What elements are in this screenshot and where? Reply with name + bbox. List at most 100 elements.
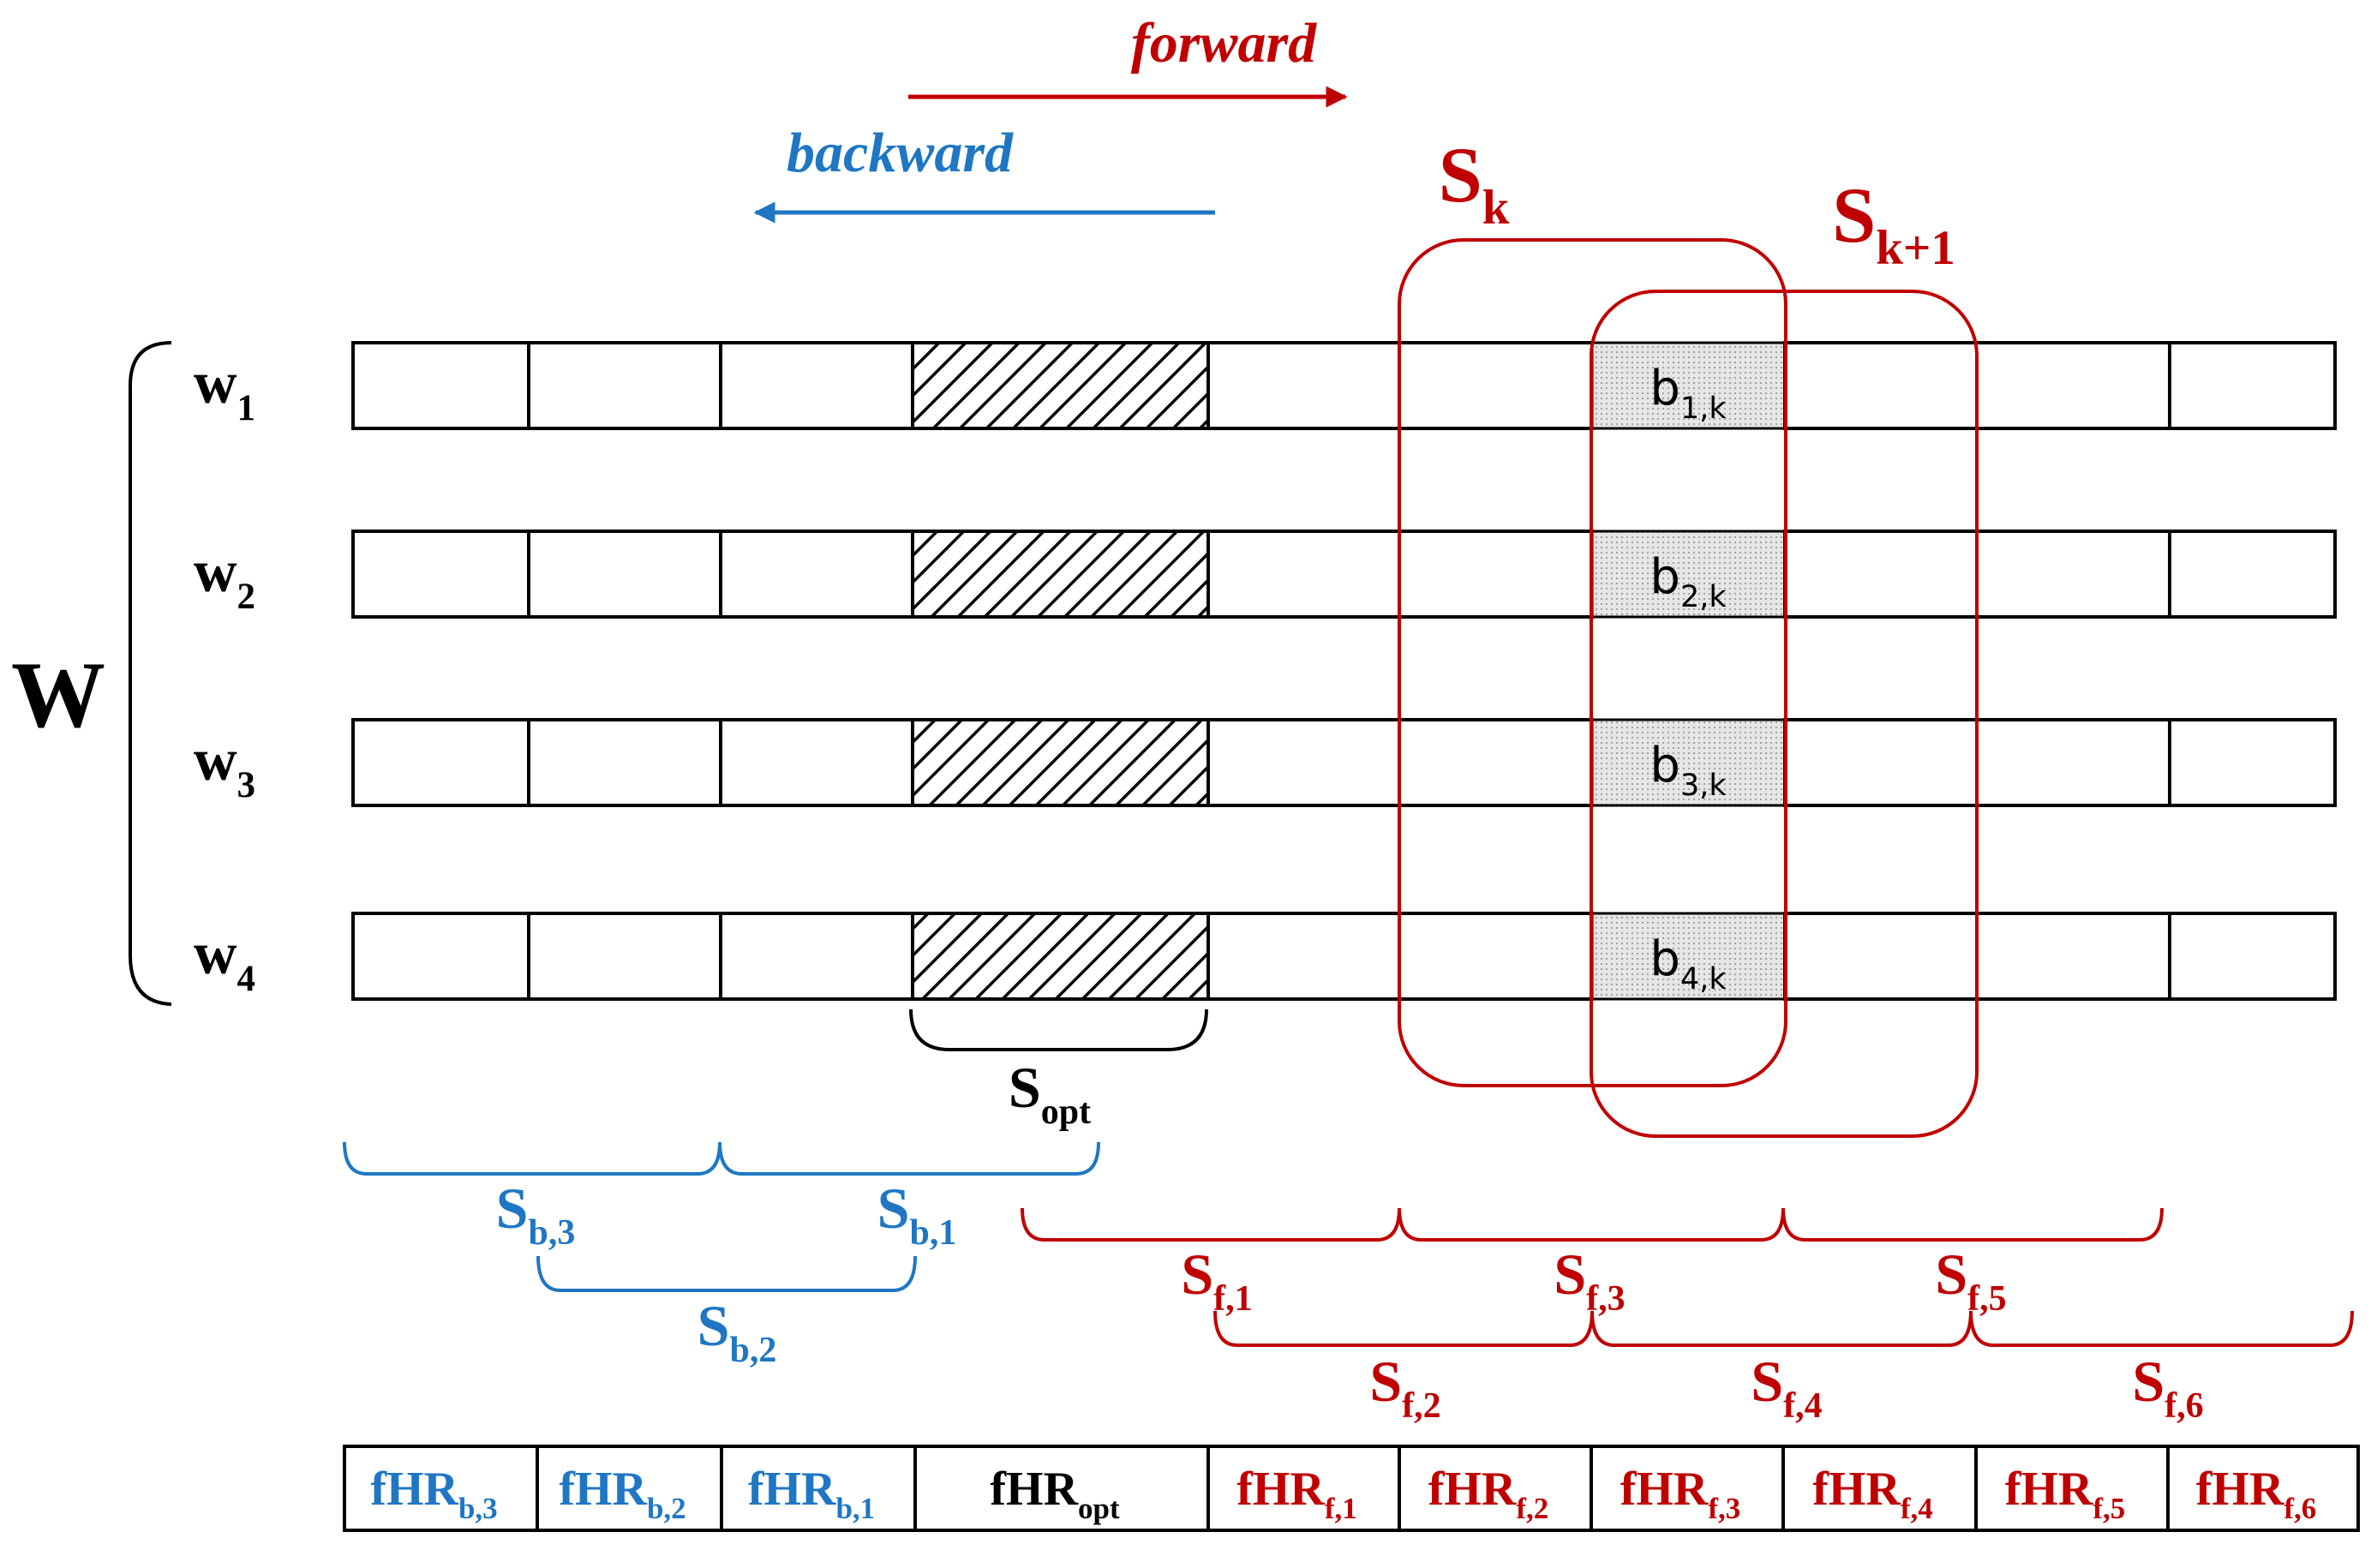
fhr-cell: fHRb,1 <box>720 1445 917 1532</box>
fhr-cell-label-main: fHR <box>2005 1463 2093 1516</box>
s-opt-text-main: S <box>1009 1055 1041 1120</box>
row-label-w: w3 <box>194 727 255 805</box>
row-cell <box>527 912 722 1001</box>
fhr-cell-label: fHRb,3 <box>370 1463 497 1525</box>
fhr-cell-label: fHRf,4 <box>1812 1463 1933 1525</box>
fhr-cell-label: fHRb,1 <box>748 1463 875 1525</box>
fhr-cell-box <box>536 1445 723 1532</box>
s-f5-text-sub: f,5 <box>1967 1279 2007 1319</box>
s-opt-text: Sopt <box>1009 1055 1091 1132</box>
fhr-cell-label-main: fHR <box>1620 1463 1709 1516</box>
set-w-label: W <box>11 643 105 747</box>
brace-s-f3 <box>1398 1207 1785 1242</box>
s-b1-text-main: S <box>877 1176 910 1241</box>
fhr-cell-label: fHRf,5 <box>2005 1463 2126 1525</box>
fhr-cell-box <box>1590 1445 1785 1532</box>
s-b2-text-sub: b,2 <box>729 1331 776 1370</box>
backward-label: backward <box>787 122 1014 184</box>
brace-s-f2 <box>1213 1310 1594 1347</box>
s-f3-text-sub: f,3 <box>1586 1279 1626 1319</box>
fhr-cell-label-sub: b,3 <box>458 1492 498 1525</box>
fhr-cell-label-main: fHR <box>370 1463 458 1516</box>
fhr-cell-box <box>1206 1445 1401 1532</box>
s-f1-text-sub: f,1 <box>1213 1279 1253 1319</box>
s-opt-text-sub: opt <box>1041 1092 1091 1132</box>
s-b2-text: Sb,2 <box>698 1293 777 1370</box>
row-label-w-main: w <box>194 921 237 987</box>
fhr-cell-box <box>343 1445 539 1532</box>
s-f5-text-main: S <box>1935 1242 1967 1307</box>
b-cell-label-sub: 1,k <box>1680 392 1727 426</box>
row-cell <box>719 912 914 1001</box>
s-f3-text: Sf,3 <box>1554 1242 1625 1319</box>
row-cell <box>2168 530 2337 619</box>
set-w-brace <box>129 341 172 1006</box>
b-cell-label-main: b <box>1650 549 1680 605</box>
b-cell-label-sub: 2,k <box>1680 580 1727 614</box>
fhr-cell-label-main: fHR <box>559 1463 647 1516</box>
fhr-cell: fHRf,6 <box>2166 1445 2360 1532</box>
row-label-w-main: w <box>194 539 237 605</box>
s-f1-text: Sf,1 <box>1181 1242 1252 1319</box>
row-cell <box>527 341 722 430</box>
fhr-cell-label-sub: f,1 <box>1325 1492 1357 1525</box>
fhr-cell: fHRb,3 <box>343 1445 539 1532</box>
fhr-cell: fHRb,2 <box>536 1445 723 1532</box>
fhr-cell-label-sub: f,5 <box>2093 1492 2125 1525</box>
s-opt-brace <box>909 1008 1208 1051</box>
row-cell <box>527 718 722 807</box>
fhr-cell-label-main: fHR <box>1812 1463 1901 1516</box>
optimal-segment-cell <box>911 530 1210 619</box>
fhr-cell-label-main: fHR <box>990 1463 1078 1516</box>
s-f6-text: Sf,6 <box>2132 1349 2203 1426</box>
row-label-w-sub: 1 <box>237 388 256 428</box>
brace-s-b1 <box>718 1141 1100 1176</box>
fhr-cell-label: fHRf,2 <box>1428 1463 1549 1525</box>
brace-s-b3 <box>343 1141 721 1176</box>
b-cell-label: b4,k <box>1650 931 1727 996</box>
row-label-w: w4 <box>194 921 255 999</box>
s-b3-text: Sb,3 <box>496 1176 576 1253</box>
s-k-text-sub: k <box>1482 181 1510 235</box>
fhr-cell: fHRopt <box>913 1445 1210 1532</box>
s-k1-label: Sk+1 <box>1832 171 1955 275</box>
fhr-cell-box <box>1398 1445 1593 1532</box>
fhr-cell-label-main: fHR <box>2196 1463 2284 1516</box>
current-block-cell <box>1590 530 1787 619</box>
fhr-cell-label-sub: opt <box>1078 1492 1120 1525</box>
b-cell-label-sub: 4,k <box>1680 962 1727 996</box>
window-rows: b1,kb2,kb3,kb4,k <box>351 341 2337 1001</box>
s-f6-text-sub: f,6 <box>2164 1386 2204 1426</box>
row-label-w-main: w <box>194 350 237 416</box>
row-label-w-sub: 2 <box>237 577 256 617</box>
s-k1-text-main: S <box>1832 171 1876 259</box>
s-f1-text-main: S <box>1181 1242 1213 1307</box>
row-cell <box>719 718 914 807</box>
s-b1-text: Sb,1 <box>877 1176 957 1253</box>
s-k-label: Sk <box>1439 131 1510 235</box>
current-block-cell <box>1590 912 1787 1001</box>
row-cell <box>351 718 530 807</box>
s-f4-text-main: S <box>1751 1349 1783 1414</box>
s-f4-text: Sf,4 <box>1751 1349 1822 1426</box>
fhr-cell-box <box>2166 1445 2360 1532</box>
row-cell <box>351 341 530 430</box>
row-label-w: w1 <box>194 350 255 428</box>
fhr-cell-label: fHRf,1 <box>1236 1463 1357 1525</box>
row-cell <box>527 530 722 619</box>
row-cell <box>2168 912 2337 1001</box>
fhr-cell-label: fHRopt <box>990 1463 1120 1525</box>
s-f3-text-main: S <box>1554 1242 1586 1307</box>
current-block-cell <box>1590 341 1787 430</box>
row-label-w-sub: 4 <box>237 959 256 999</box>
fhr-cell-box <box>913 1445 1210 1532</box>
fhr-cell-label: fHRf,3 <box>1620 1463 1741 1525</box>
row-cell <box>719 530 914 619</box>
fhr-cell-label-main: fHR <box>1236 1463 1325 1516</box>
fhr-cell-label-sub: f,4 <box>1901 1492 1933 1525</box>
row-cell <box>2168 341 2337 430</box>
s-f5-text: Sf,5 <box>1935 1242 2006 1319</box>
s-f6-text-main: S <box>2132 1349 2164 1414</box>
